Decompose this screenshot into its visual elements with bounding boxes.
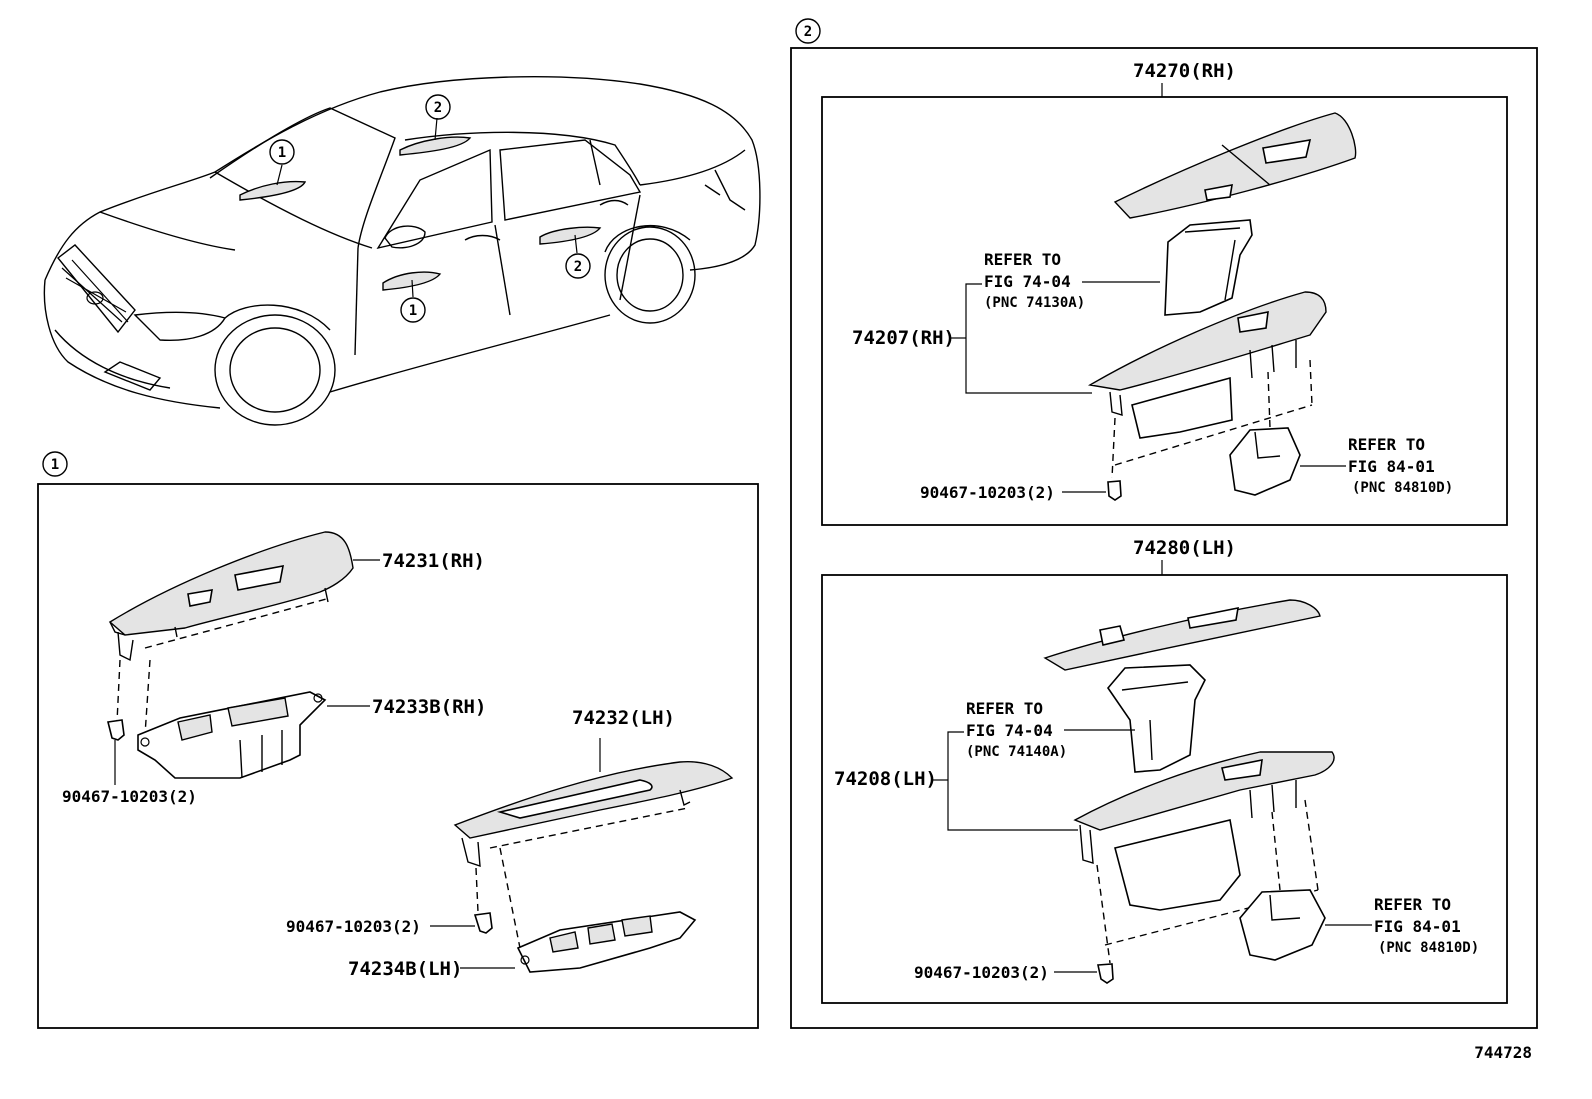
section-1-frame [37,483,759,1029]
section-2: 2 74270(RH) [790,18,1538,1029]
diagram-id: 744728 [1474,1043,1532,1062]
assy-frame-lh [821,574,1508,1004]
sub-assy-label-74208: 74208(LH) [834,768,937,790]
part-label-74232: 74232(LH) [572,707,675,729]
lh-connector [1239,889,1326,961]
lh-top-bezel [1043,599,1321,671]
callout-label: 2 [574,259,582,275]
refer-line: FIG 84-01 [1374,917,1461,936]
assy-title-74280: 74280(LH) [1133,537,1236,559]
switch-rh-74233b [137,691,327,779]
callout-label: 1 [278,145,286,161]
section-2-callout-label: 2 [804,24,812,40]
lh-refer-a: REFER TO FIG 74-04 (PNC 74140A) [966,699,1067,760]
refer-line: (PNC 84810D) [1378,940,1479,956]
rh-clip-label: 90467-10203(2) [920,483,1055,502]
assy-title-74270: 74270(RH) [1133,60,1236,82]
clip-90467-b [473,912,493,934]
refer-line: REFER TO [966,699,1043,718]
lh-clip-label: 90467-10203(2) [914,963,1049,982]
callout-label: 1 [409,303,417,319]
refer-line: (PNC 74130A) [984,295,1085,311]
car-illustration: 1 2 1 2 [43,76,761,426]
part-label-clip-b: 90467-10203(2) [286,917,421,936]
switch-lh-74234b [516,911,697,973]
part-label-74231: 74231(RH) [382,550,485,572]
refer-line: REFER TO [1374,895,1451,914]
rh-top-bezel [1113,112,1357,219]
lh-refer-b: REFER TO FIG 84-01 (PNC 84810D) [1374,895,1479,956]
refer-line: FIG 74-04 [966,721,1053,740]
part-label-74234b: 74234B(LH) [348,958,462,980]
assy-frame-rh [821,96,1508,526]
part-label-clip-a: 90467-10203(2) [62,787,197,806]
rh-connector [1229,427,1301,496]
callout-1-front-door: 1 [400,297,426,323]
bezel-lh-74232 [453,761,734,867]
rh-refer-b: REFER TO FIG 84-01 (PNC 84810D) [1348,435,1453,496]
section-1-callout-label: 1 [51,457,59,473]
part-label-74233b: 74233B(RH) [372,696,486,718]
sub-assy-label-74207: 74207(RH) [852,327,955,349]
refer-line: (PNC 84810D) [1352,480,1453,496]
callout-2-rear-door: 2 [565,253,591,279]
bezel-rh-74231 [108,531,354,662]
callout-1-windshield: 1 [269,139,295,165]
rh-refer-a: REFER TO FIG 74-04 (PNC 74130A) [984,250,1085,311]
refer-line: FIG 74-04 [984,272,1071,291]
refer-line: REFER TO [984,250,1061,269]
lh-switch-housing [1106,664,1206,773]
rh-clip [1107,480,1122,501]
refer-line: FIG 84-01 [1348,457,1435,476]
rh-main-switch [1087,291,1327,439]
refer-line: REFER TO [1348,435,1425,454]
section-2-callout [795,18,821,44]
refer-line: (PNC 74140A) [966,744,1067,760]
callout-label: 2 [434,100,442,116]
clip-90467-a [107,719,125,741]
rh-switch-housing [1164,219,1253,316]
callout-2-rear-roof: 2 [425,94,451,120]
section-2-frame [790,47,1538,1029]
section-1: 1 74231(RH) 74233B(RH) [37,451,759,1029]
lh-clip [1097,963,1114,984]
lh-main-switch [1073,751,1335,911]
section-1-callout [42,451,68,477]
